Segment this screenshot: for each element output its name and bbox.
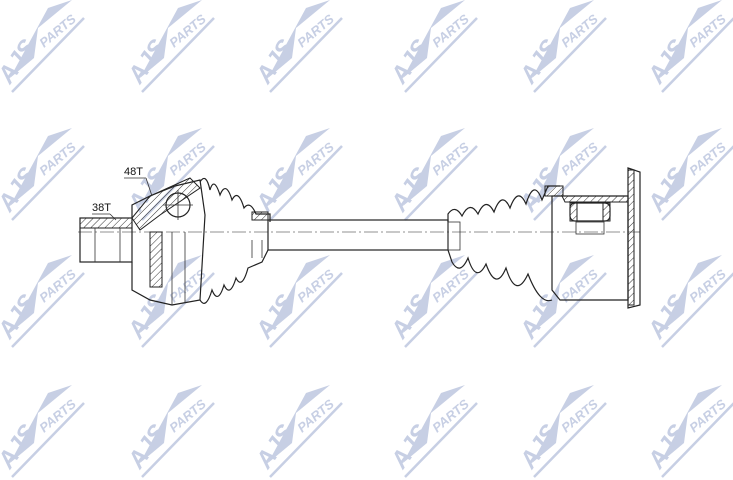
watermark-underline	[11, 145, 85, 221]
watermark-swoosh-icon	[268, 385, 330, 463]
watermark-swoosh-icon	[660, 0, 722, 78]
watermark-swoosh-icon	[140, 385, 202, 463]
watermark-underline	[661, 402, 733, 478]
watermark-swoosh-icon	[532, 385, 594, 463]
watermark-underline	[661, 272, 733, 348]
watermark-swoosh-icon	[10, 385, 72, 463]
outer-cv-joint	[131, 177, 206, 306]
watermark-underline	[533, 402, 607, 478]
inner-boot	[447, 185, 564, 302]
label-48t: 48T	[124, 166, 143, 178]
watermark-swoosh-icon	[532, 255, 594, 333]
watermark-underline	[11, 17, 85, 93]
watermark-underline	[404, 402, 478, 478]
watermark-swoosh-icon	[268, 255, 330, 333]
watermark-underline	[11, 272, 85, 348]
abs-ring	[149, 231, 163, 288]
watermark-swoosh-icon	[403, 128, 465, 206]
watermark-swoosh-icon	[140, 0, 202, 78]
watermark-swoosh-icon	[268, 128, 330, 206]
watermark-underline	[533, 145, 607, 221]
outer-boot	[199, 177, 271, 304]
watermark-underline	[404, 272, 478, 348]
watermark-underline	[141, 402, 215, 478]
watermark-underline	[11, 402, 85, 478]
watermark-underline	[269, 145, 343, 221]
watermark-swoosh-icon	[660, 128, 722, 206]
watermark-underline	[533, 17, 607, 93]
watermark-swoosh-icon	[660, 255, 722, 333]
watermark-underline	[661, 17, 733, 93]
watermark-underline	[269, 272, 343, 348]
watermark-swoosh-icon	[660, 385, 722, 463]
watermark-underline	[661, 145, 733, 221]
label-38t: 38T	[92, 202, 111, 214]
tooth-labels: 48T 38T	[92, 166, 153, 221]
watermark-swoosh-icon	[10, 255, 72, 333]
watermark-underline	[404, 145, 478, 221]
watermark-swoosh-icon	[10, 0, 72, 78]
watermark-swoosh-icon	[403, 0, 465, 78]
watermark-swoosh-icon	[268, 0, 330, 78]
watermark-underline	[404, 17, 478, 93]
watermark-swoosh-icon	[403, 255, 465, 333]
watermark-underline	[141, 272, 215, 348]
watermark-underline	[533, 272, 607, 348]
watermark-swoosh-icon	[403, 385, 465, 463]
watermark-swoosh-icon	[10, 128, 72, 206]
watermark-underline	[269, 17, 343, 93]
wheel-side-stub	[79, 217, 133, 263]
watermark-swoosh-icon	[532, 0, 594, 78]
inner-tripod-joint	[551, 167, 641, 309]
watermark-swoosh-icon	[140, 255, 202, 333]
watermark-underline	[141, 17, 215, 93]
watermark-swoosh-icon	[140, 128, 202, 206]
watermark-underline	[269, 402, 343, 478]
shaft	[267, 219, 449, 251]
